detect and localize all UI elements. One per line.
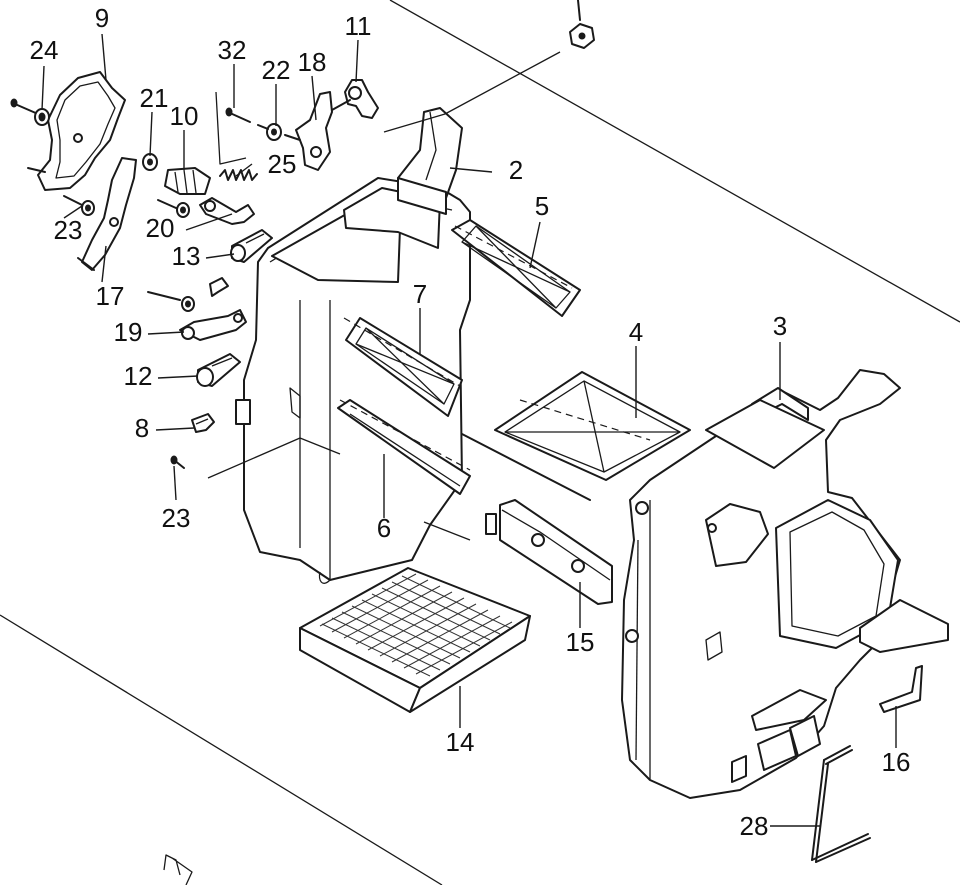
part-4-evaporator xyxy=(461,371,691,501)
callout-6: 6 xyxy=(377,513,391,543)
callout-25: 25 xyxy=(268,149,297,179)
callout-16: 16 xyxy=(882,747,911,777)
callout-3: 3 xyxy=(773,311,787,341)
callout-24: 24 xyxy=(30,35,59,65)
part-8-clip xyxy=(191,413,215,433)
part-24-screw xyxy=(10,98,50,126)
part-19-link xyxy=(147,291,247,341)
part-21-washer xyxy=(142,153,158,171)
callout-23-bottom: 23 xyxy=(162,503,191,533)
callout-5: 5 xyxy=(535,191,549,221)
part-16-bracket xyxy=(879,665,923,713)
part-23-screw-bottom xyxy=(170,455,185,469)
leader-lines xyxy=(41,33,897,827)
callout-15: 15 xyxy=(566,627,595,657)
part-11-clip xyxy=(331,79,379,119)
part-32-screw xyxy=(225,107,251,123)
part-13-lever xyxy=(230,229,273,263)
callouts: 24 9 21 10 32 22 18 11 2 5 25 20 23 13 1… xyxy=(30,3,911,841)
callout-19: 19 xyxy=(114,317,143,347)
part-14-heater-core xyxy=(299,567,531,713)
callout-28: 28 xyxy=(740,811,769,841)
callout-14: 14 xyxy=(446,727,475,757)
callout-22: 22 xyxy=(262,55,291,85)
callout-2: 2 xyxy=(509,155,523,185)
callout-4: 4 xyxy=(629,317,643,347)
part-6-door xyxy=(337,399,471,495)
part-23-screw-top xyxy=(63,195,95,216)
part-7-door xyxy=(343,317,463,417)
nut-top xyxy=(569,0,595,49)
part-18-link xyxy=(284,91,333,171)
part-15-plate xyxy=(485,499,613,605)
callout-11: 11 xyxy=(345,11,372,41)
callout-32: 32 xyxy=(218,35,247,65)
part-28-seal xyxy=(811,745,871,863)
callout-7: 7 xyxy=(413,279,427,309)
part-12-lever xyxy=(196,353,241,387)
small-bracket-bottom xyxy=(163,854,193,885)
callout-12: 12 xyxy=(124,361,153,391)
callout-23-top: 23 xyxy=(54,215,83,245)
part-5-door xyxy=(451,219,581,317)
part-22-washer xyxy=(257,123,282,141)
assembly-lines xyxy=(207,51,611,581)
callout-17: 17 xyxy=(96,281,125,311)
callout-9: 9 xyxy=(95,3,109,33)
callout-21: 21 xyxy=(140,83,169,113)
part-2-duct xyxy=(397,107,463,215)
callout-13: 13 xyxy=(172,241,201,271)
part-20-link xyxy=(157,197,255,225)
callout-10: 10 xyxy=(170,101,199,131)
callout-20: 20 xyxy=(146,213,175,243)
callout-18: 18 xyxy=(298,47,327,77)
small-clip-a xyxy=(209,277,229,297)
callout-8: 8 xyxy=(135,413,149,443)
part-3-right-case xyxy=(621,369,949,799)
part-25-spring xyxy=(219,169,258,181)
part-10-actuator-motor xyxy=(164,167,211,195)
heater-core-fins xyxy=(319,573,513,677)
